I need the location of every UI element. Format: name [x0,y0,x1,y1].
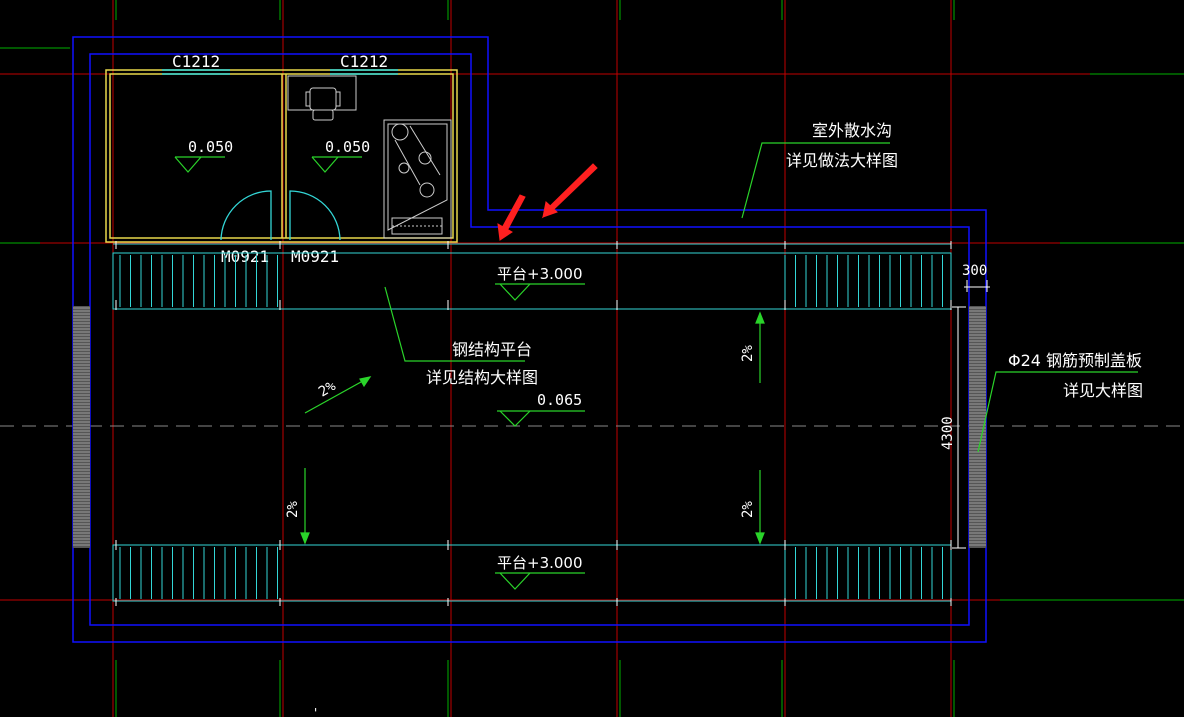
platform-ticks [115,241,952,606]
chair-icon [287,75,357,121]
doors [220,190,341,241]
platform-stairs-bottom-right [784,547,943,599]
cover-plate-grate-right [969,306,986,548]
drain-ditch-note: 详见做法大样图 [786,151,898,170]
slope-diagonal: 2% [316,378,339,401]
door-label-right: M0921 [291,247,339,266]
slope-right-lower: 2% [740,501,756,518]
corner-mark: ' [312,706,319,717]
leader-lines [384,142,1138,453]
dimension-lines [952,280,990,549]
drain-ditch-outline [72,36,987,643]
platform-bottom [112,544,952,602]
slope-arrows [300,311,765,545]
rooms [105,69,458,243]
drain-ditch-label: 室外散水沟 [812,121,892,140]
cover-plate-label: Φ24 钢筋预制盖板 [1008,351,1142,370]
dimension-width: 300 [962,263,987,279]
cover-plate-note: 详见大样图 [1063,381,1143,400]
room-elevation-marks [174,156,362,173]
bed-icon [383,119,452,239]
room-elevation-right: 0.050 [325,138,370,156]
platform-label-bottom: 平台+3.000 [497,554,583,572]
slope-left-lower: 2% [285,501,301,518]
slope-right-upper: 2% [740,345,756,362]
window-label-right: C1212 [340,52,388,71]
cover-plate-grate-left [73,306,90,548]
steel-platform-note: 详见结构大样图 [426,368,538,387]
platform-label-top: 平台+3.000 [497,265,583,283]
steel-platform-label: 钢结构平台 [452,340,532,359]
platform-stairs-top-left [119,255,278,307]
room-elevation-left: 0.050 [188,138,233,156]
platform-stairs-bottom-left [119,547,278,599]
platform-stairs-top-right [784,255,943,307]
door-label-left: M0921 [221,247,269,266]
platform-elevation-marks [495,283,585,590]
floor-elevation: 0.065 [537,391,582,409]
window-label-left: C1212 [172,52,220,71]
red-arrow-icon [497,163,598,241]
windows [162,69,398,75]
platform-top [112,243,952,310]
dimension-height: 4300 [940,416,956,450]
